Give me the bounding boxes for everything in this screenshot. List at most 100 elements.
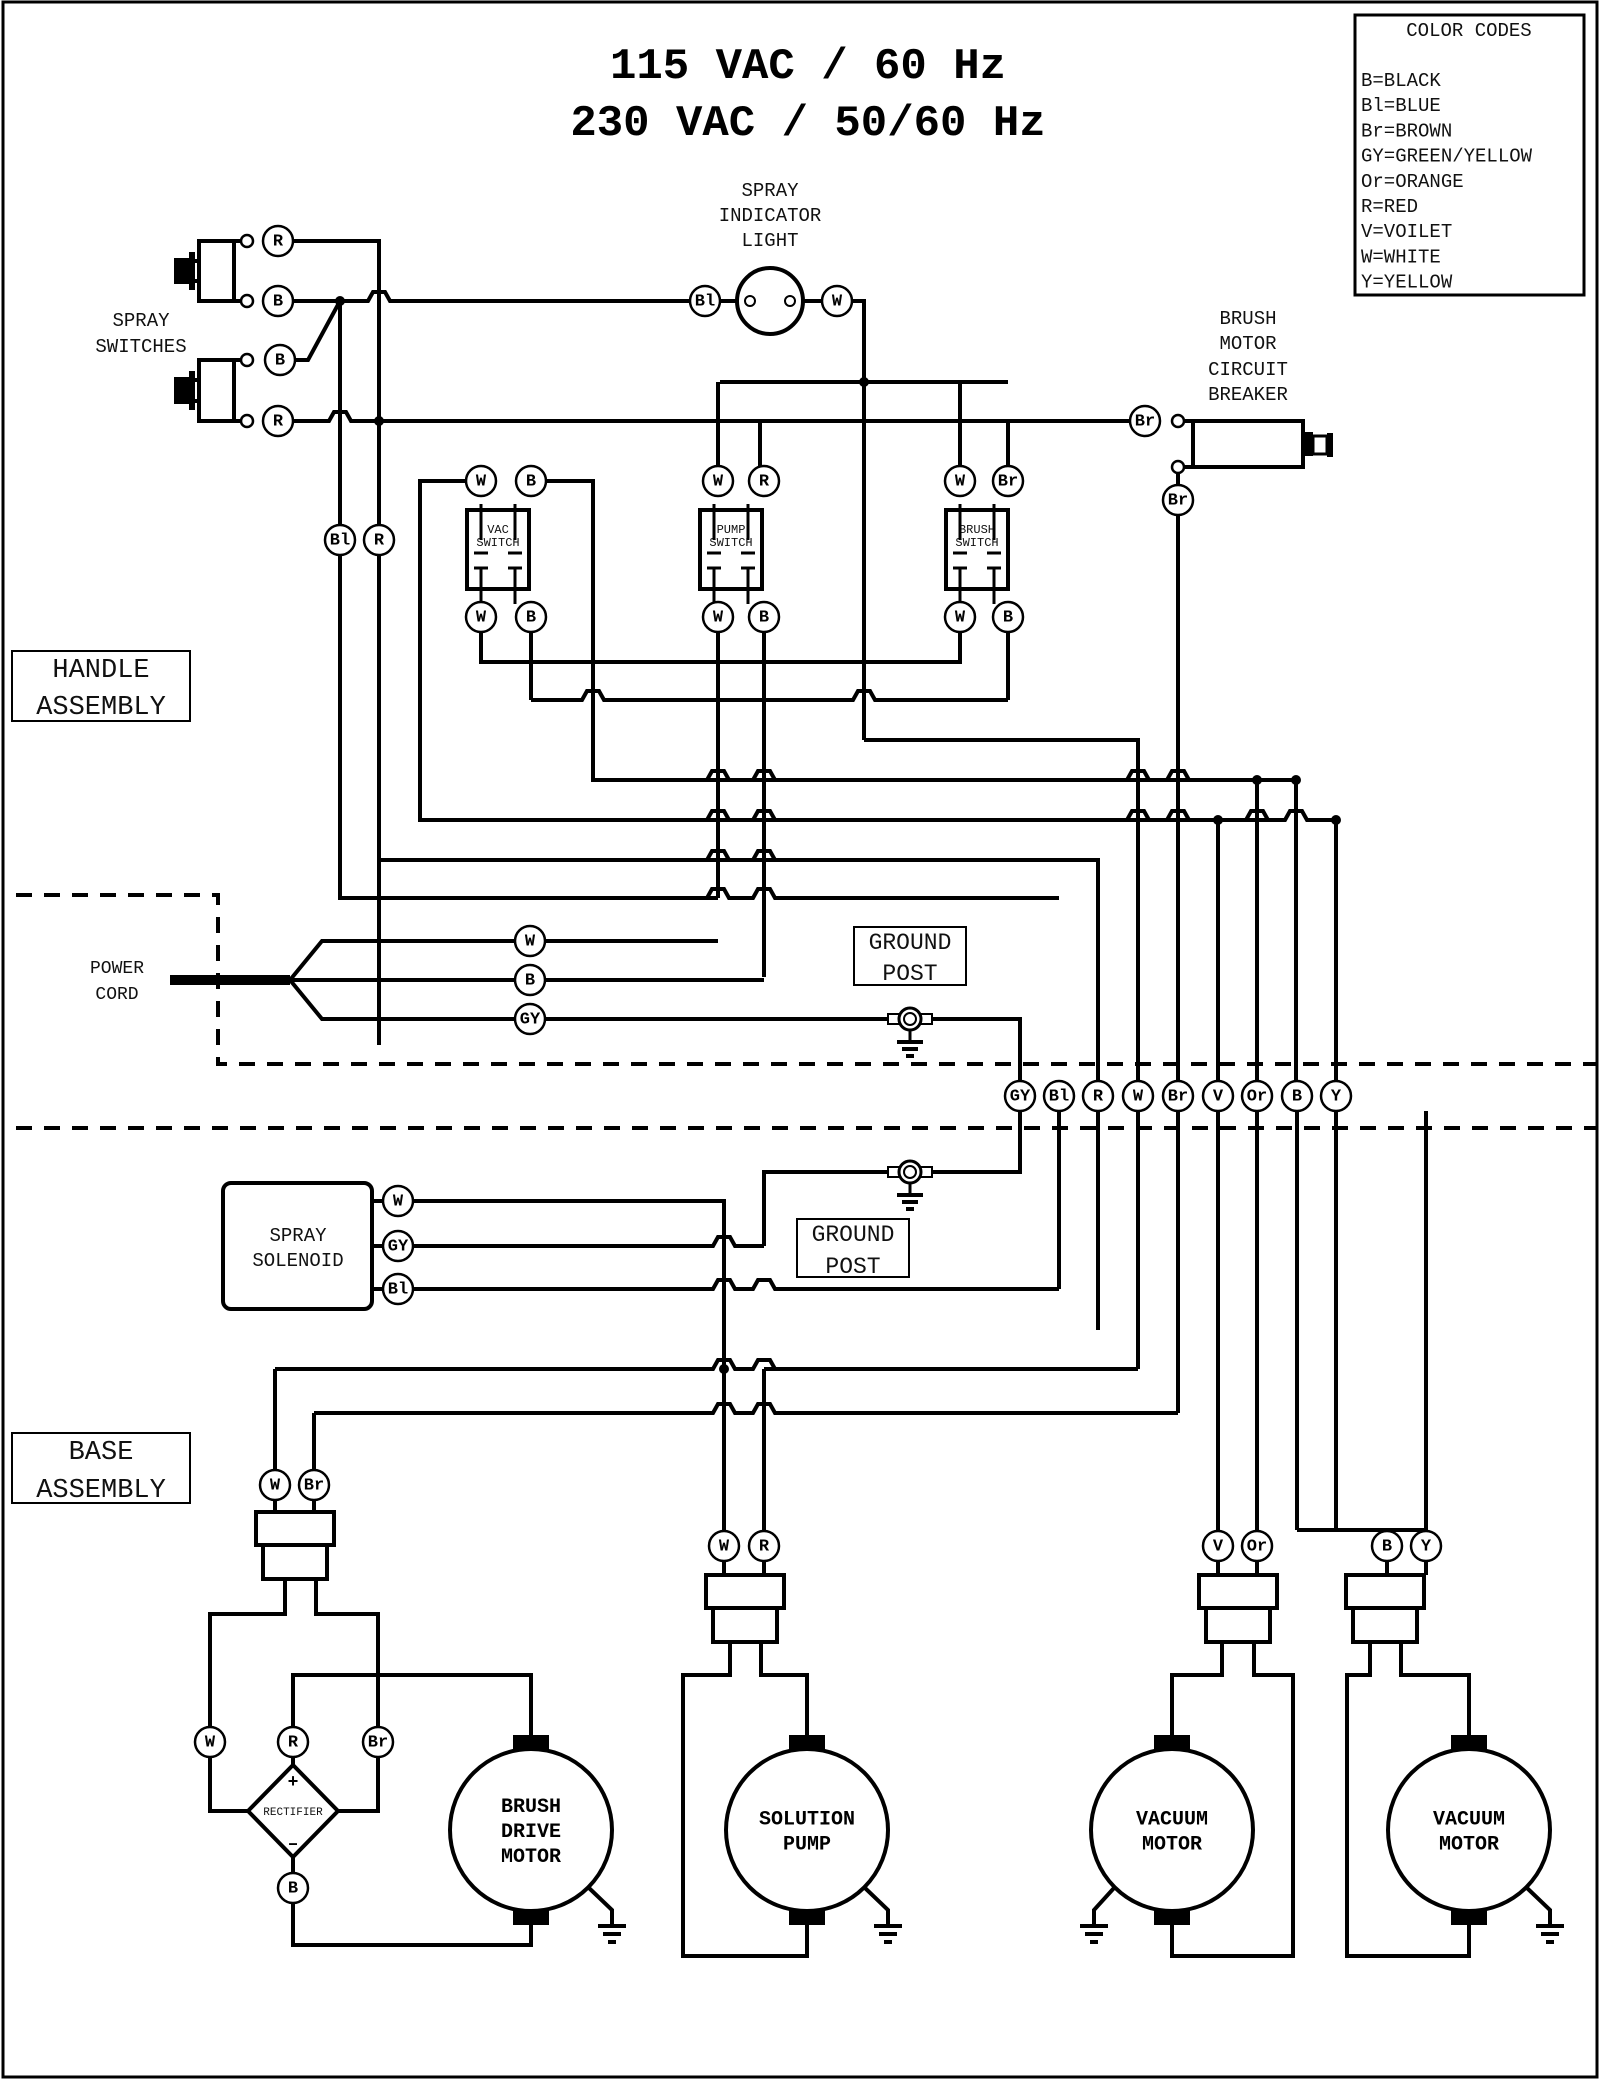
svg-text:–: – <box>288 1835 299 1855</box>
wire-color-tag: Y <box>1319 1079 1353 1113</box>
svg-text:B: B <box>275 352 285 371</box>
vac2-plug-stubs <box>1297 1528 1428 1575</box>
ground-post-label-lower: GROUND POST <box>796 1218 910 1280</box>
vac1-plug <box>1197 1573 1279 1644</box>
wire-color-tag: R <box>747 1529 781 1563</box>
svg-text:BRUSH: BRUSH <box>959 523 995 537</box>
wire-color-tag: W <box>193 1725 227 1759</box>
svg-text:B: B <box>526 473 536 492</box>
junction-down-2 <box>1216 1111 1338 1530</box>
svg-text:B: B <box>525 972 535 991</box>
title-line-2: 230 VAC / 50/60 Hz <box>570 99 1045 149</box>
wire-color-tag: Bl <box>688 284 722 318</box>
svg-text:GY: GY <box>1010 1088 1031 1107</box>
svg-text:V: V <box>1213 1088 1224 1107</box>
svg-text:CORD: CORD <box>95 985 138 1005</box>
svg-text:W: W <box>476 473 487 492</box>
spray-switch-1 <box>174 233 255 309</box>
wire-color-tag: B <box>276 1871 310 1905</box>
spray-indicator-light-label: SPRAY INDICATOR LIGHT <box>719 180 822 252</box>
svg-text:W: W <box>719 1538 730 1557</box>
svg-text:VACUUM: VACUUM <box>1136 1809 1208 1832</box>
legend-entry: Y=YELLOW <box>1361 272 1453 294</box>
svg-text:R: R <box>288 1734 299 1753</box>
svg-text:W: W <box>525 933 536 952</box>
svg-text:PUMP: PUMP <box>783 1834 831 1857</box>
bus-vac-white <box>420 809 1336 822</box>
wire-color-tag: W <box>701 600 735 634</box>
solenoid-white <box>414 1199 726 1546</box>
svg-text:GROUND: GROUND <box>869 930 952 956</box>
wires <box>208 239 1471 1958</box>
svg-text:Br: Br <box>1135 413 1155 432</box>
svg-text:R: R <box>759 473 770 492</box>
legend-entry: GY=GREEN/YELLOW <box>1361 146 1533 168</box>
svg-text:SWITCH: SWITCH <box>955 536 998 550</box>
svg-text:W: W <box>393 1193 404 1212</box>
bus-blue <box>340 887 1059 900</box>
svg-text:SWITCHES: SWITCHES <box>95 336 186 358</box>
vac1-plug-stubs <box>1216 1561 1259 1575</box>
svg-text:W: W <box>955 473 966 492</box>
wire-color-tag: R <box>1081 1079 1115 1113</box>
svg-text:Y: Y <box>1331 1088 1342 1107</box>
ground-post-lower <box>887 1159 933 1211</box>
wire-color-tag: B <box>514 464 548 498</box>
junction-dot <box>719 1364 729 1374</box>
wire-color-tag: W <box>464 600 498 634</box>
power-cord-fan <box>288 939 515 1021</box>
svg-text:Br: Br <box>1168 492 1188 511</box>
solenoid-gy <box>414 1235 764 1248</box>
svg-text:GROUND: GROUND <box>812 1222 895 1248</box>
svg-text:V: V <box>1213 1538 1224 1557</box>
svg-text:SPRAY: SPRAY <box>741 180 799 202</box>
svg-text:ASSEMBLY: ASSEMBLY <box>36 1476 166 1506</box>
rect-plus-to-motor <box>291 1673 533 1735</box>
wire-color-tag: GY <box>513 1002 547 1036</box>
legend-entry: Bl=BLUE <box>1361 95 1441 117</box>
wire-color-tag: R <box>261 224 295 258</box>
svg-text:W: W <box>832 293 843 312</box>
wire-color-tag: Br <box>1128 404 1162 438</box>
svg-text:POWER: POWER <box>90 959 144 979</box>
svg-text:B: B <box>1003 609 1013 628</box>
svg-text:B: B <box>273 293 283 312</box>
brush-white-to-rect <box>208 1579 287 1813</box>
wire-color-tag: R <box>276 1725 310 1759</box>
svg-text:SOLUTION: SOLUTION <box>759 1809 855 1832</box>
svg-text:LIGHT: LIGHT <box>741 230 798 252</box>
svg-text:Bl: Bl <box>1049 1088 1069 1107</box>
brush-motor-circuit-breaker <box>1170 413 1333 475</box>
wire-color-tag: W <box>701 464 735 498</box>
spray-switches-label: SPRAY SWITCHES <box>95 310 186 358</box>
svg-text:Y: Y <box>1421 1538 1432 1557</box>
wire-color-tag: GY <box>381 1229 415 1263</box>
wire-color-tag: B <box>513 963 547 997</box>
wire-color-tag: B <box>1280 1079 1314 1113</box>
bus-red-to-pump-w <box>275 1358 1098 1371</box>
svg-text:MOTOR: MOTOR <box>501 1846 561 1869</box>
bus-vac-black <box>593 769 1296 782</box>
svg-text:SPRAY: SPRAY <box>269 1225 327 1247</box>
svg-text:B: B <box>526 609 536 628</box>
vac2-wiring <box>1345 1642 1471 1958</box>
wire-color-tag: W <box>820 284 854 318</box>
pump-top-leads <box>716 382 762 467</box>
wire-color-tag: Or <box>1240 1529 1274 1563</box>
legend-entry: W=WHITE <box>1361 246 1441 268</box>
brush-brown-to-rect <box>314 1579 380 1813</box>
svg-text:INDICATOR: INDICATOR <box>719 205 822 227</box>
svg-text:Br: Br <box>1168 1088 1188 1107</box>
svg-text:Br: Br <box>304 1477 324 1496</box>
wire-color-tag: R <box>747 464 781 498</box>
wire-color-tag: Bl <box>1042 1079 1076 1113</box>
legend-entry: B=BLACK <box>1361 70 1441 92</box>
wire-color-tag: W <box>943 600 977 634</box>
svg-text:B: B <box>288 1880 298 1899</box>
svg-text:B: B <box>759 609 769 628</box>
svg-text:VAC: VAC <box>487 523 509 537</box>
svg-text:Bl: Bl <box>388 1281 408 1300</box>
